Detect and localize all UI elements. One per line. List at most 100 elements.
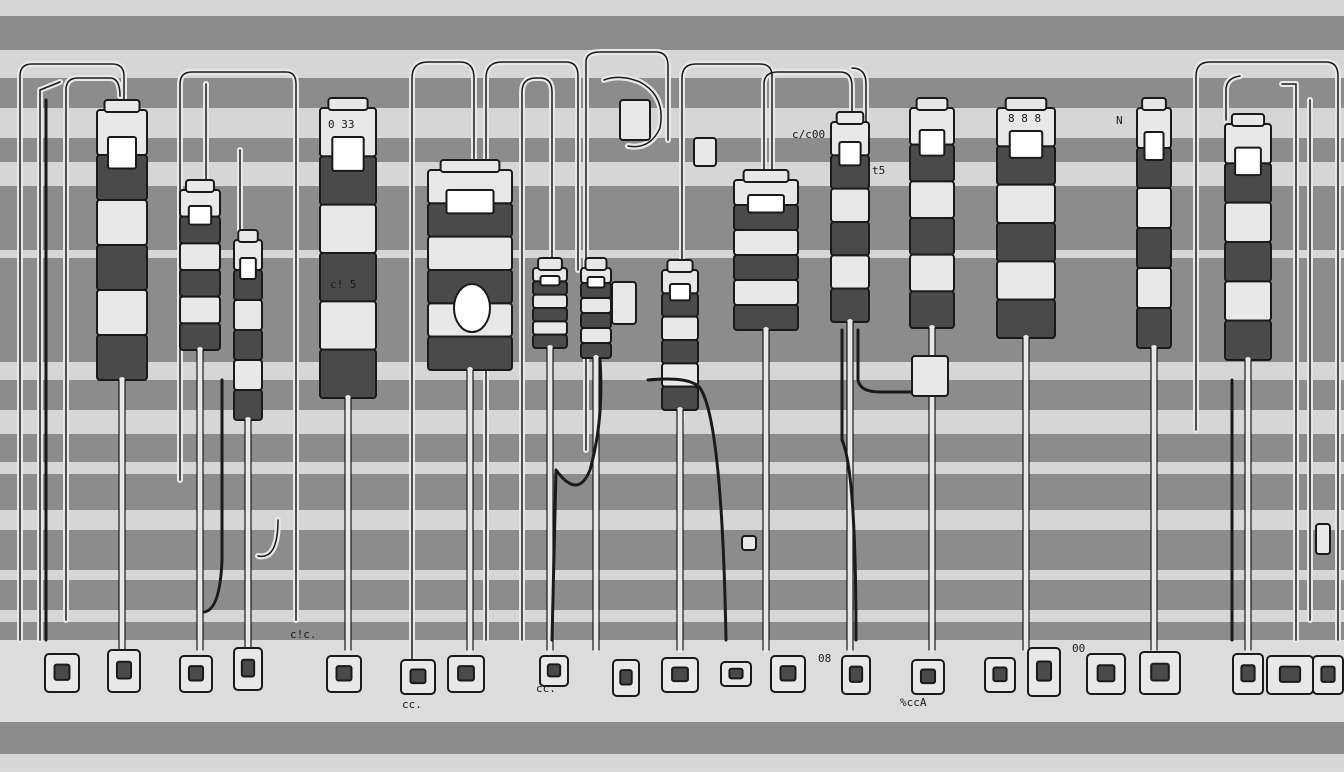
device-breaker-2-segment xyxy=(996,260,1056,301)
device-relay-1-segment xyxy=(532,293,568,309)
black-cable xyxy=(856,328,914,394)
junction-box xyxy=(619,99,651,141)
junction-box xyxy=(693,137,717,167)
label-right-of-top: c/c00 xyxy=(792,128,826,141)
device-fuse-2-cap xyxy=(185,179,215,193)
black-cable xyxy=(840,328,858,642)
device-relay-2-plate xyxy=(586,276,606,289)
background-stripe xyxy=(0,434,1344,462)
device-valve-1-segment xyxy=(733,279,799,306)
device-breaker-2-cap xyxy=(1004,97,1048,111)
device-fuse-3-segment xyxy=(233,389,263,421)
black-cable xyxy=(202,378,224,614)
device-fuse-3-segment xyxy=(233,329,263,361)
terminal-screw xyxy=(1150,662,1170,682)
device-fuse-3-cap xyxy=(237,229,259,243)
device-breaker-2-segment xyxy=(996,222,1056,263)
device-sensor-1-segment xyxy=(661,385,699,411)
device-contactor-1-segment xyxy=(319,203,377,255)
device-relay-1-segment xyxy=(532,320,568,336)
device-fuse-2-segment xyxy=(179,269,221,298)
overhead-wire-outline xyxy=(179,71,297,621)
device-fuse-5-segment xyxy=(1136,307,1172,349)
terminal-screw xyxy=(1240,664,1256,683)
device-fuse-4-segment xyxy=(830,287,870,323)
device-fuse-1-segment xyxy=(96,244,148,291)
overhead-wire-outline xyxy=(19,63,125,641)
overhead-wire-outline xyxy=(65,77,121,621)
device-sensor-1-cap xyxy=(666,259,694,273)
device-contactor-1-plate xyxy=(331,136,365,172)
device-breaker-2-plate xyxy=(1008,130,1044,159)
device-fuse-4-segment xyxy=(830,187,870,224)
background-stripe xyxy=(0,138,1344,162)
device-fuse-6-segment xyxy=(1224,241,1272,283)
label-floor-4: 08 xyxy=(818,652,832,665)
device-breaker-1-cap xyxy=(915,97,949,111)
terminal-screw xyxy=(1278,665,1302,683)
device-sensor-1-segment xyxy=(661,339,699,365)
terminal-screw xyxy=(1320,665,1336,683)
device-fuse-5-plate xyxy=(1143,131,1165,161)
terminal-screw xyxy=(240,658,256,678)
device-relay-1-cap xyxy=(537,257,563,271)
label-floor-2: cc. xyxy=(402,698,422,711)
overhead-wire-outline xyxy=(1195,61,1339,641)
terminal-screw xyxy=(187,665,205,682)
device-fuse-4-plate xyxy=(838,141,862,167)
terminal-screw xyxy=(457,665,475,682)
terminal-screw xyxy=(546,663,562,678)
device-breaker-2-segment xyxy=(996,183,1056,225)
label-floor-1: c!c. xyxy=(290,628,317,641)
device-breaker-1-segment xyxy=(909,180,955,219)
device-fuse-6-segment xyxy=(1224,201,1272,244)
device-fuse-2-segment xyxy=(179,295,221,325)
junction-box xyxy=(611,281,637,325)
device-contactor-1-segment xyxy=(319,348,377,399)
device-fuse-6-plate xyxy=(1234,146,1262,177)
terminal-screw xyxy=(992,666,1008,683)
device-breaker-1-segment xyxy=(909,253,955,293)
device-motor-1-cap xyxy=(439,159,501,173)
device-relay-2-cap xyxy=(584,257,608,271)
device-sensor-1-segment xyxy=(661,315,699,341)
device-fuse-5-cap xyxy=(1141,97,1167,111)
terminal-screw xyxy=(409,668,427,685)
overhead-wire-outline xyxy=(681,63,773,421)
device-fuse-5-segment xyxy=(1136,267,1172,309)
device-fuse-4-segment xyxy=(830,221,870,257)
label-top-right: 8 8 8 xyxy=(1008,112,1042,125)
background-stripe xyxy=(0,78,1344,108)
overhead-wire-outline xyxy=(1281,83,1297,641)
device-breaker-1-segment xyxy=(909,290,955,330)
device-fuse-3-plate xyxy=(239,257,257,280)
background-stripe xyxy=(0,622,1344,640)
device-breaker-1-plate xyxy=(918,129,946,157)
device-fuse-1-segment xyxy=(96,289,148,336)
device-fuse-4-segment xyxy=(830,254,870,290)
overhead-wire-outline xyxy=(257,519,279,558)
device-valve-1-cap xyxy=(742,169,790,183)
device-relay-1-segment xyxy=(532,307,568,323)
background-stripe xyxy=(0,186,1344,250)
device-relay-2-segment xyxy=(580,327,612,344)
device-fuse-1-plate xyxy=(107,136,137,170)
black-cable xyxy=(550,358,603,642)
label-mid-left: c! 5 xyxy=(330,278,357,291)
terminal-screw xyxy=(619,669,633,686)
junction-box xyxy=(741,535,757,551)
label-floor-6: 00 xyxy=(1072,642,1086,655)
black-cable xyxy=(646,377,728,642)
motor-face xyxy=(453,283,491,333)
device-valve-1-segment xyxy=(733,304,799,331)
device-fuse-3-segment xyxy=(233,359,263,391)
device-relay-2-segment xyxy=(580,297,612,314)
terminal-screw xyxy=(115,660,133,680)
label-tiny-right: t5 xyxy=(872,164,886,177)
overhead-wire-outline xyxy=(485,61,579,641)
overhead-wire-outline xyxy=(851,67,867,125)
terminal-screw xyxy=(671,666,689,683)
label-floor-3: cc. xyxy=(536,682,556,695)
